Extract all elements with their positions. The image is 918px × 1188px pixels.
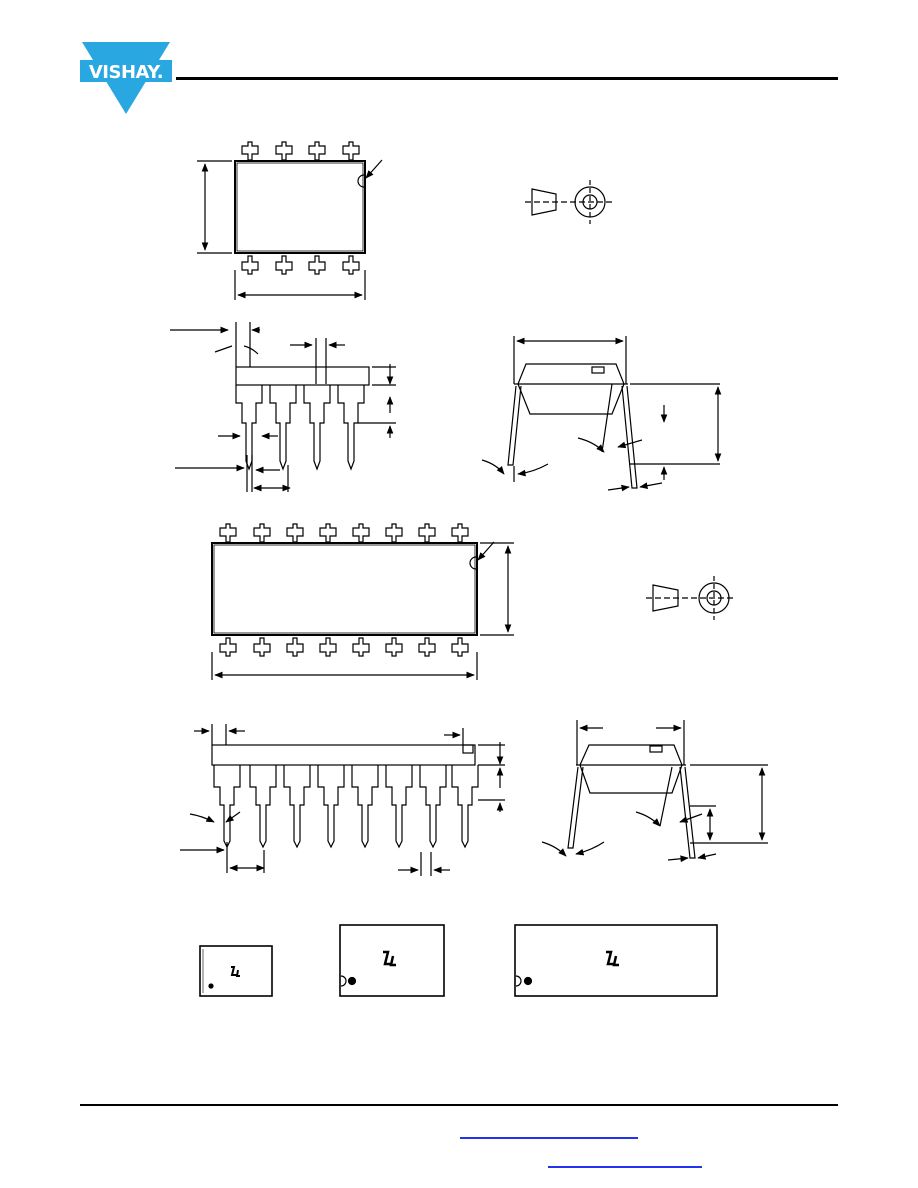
ul-mark-icon-3 [606,950,619,967]
third-angle-projection-symbol-1 [525,180,612,224]
dip-8-side-leads [235,385,365,471]
vishay-triangle-icon [80,42,172,114]
dip-16-side-leads [213,765,479,849]
pin1-dot-icon-3 [523,976,533,986]
ul-mark-icon [230,966,240,977]
header-rule [176,77,838,80]
pin1-dot-icon [208,983,214,989]
vishay-logo: VISHAY. [80,40,172,116]
marking-view-medium [339,924,445,997]
dip-8-side-view [170,322,396,492]
footer-link-1[interactable] [460,1137,638,1139]
marking-view-large [514,924,718,997]
footer-link-2[interactable] [548,1166,702,1168]
dip-16-top-view [211,523,514,680]
dip-16-end-view [541,720,768,863]
dip-8-end-view [481,336,722,492]
dip-16-side-view [180,724,505,876]
marking-view-small [199,945,273,997]
logo-text: VISHAY. [88,62,164,83]
pin1-dot-icon-2 [347,976,357,986]
third-angle-projection-symbol-2 [646,576,735,620]
dip-8-top-view [197,141,383,300]
ul-mark-icon-2 [383,950,396,967]
footer-rule [80,1104,838,1106]
